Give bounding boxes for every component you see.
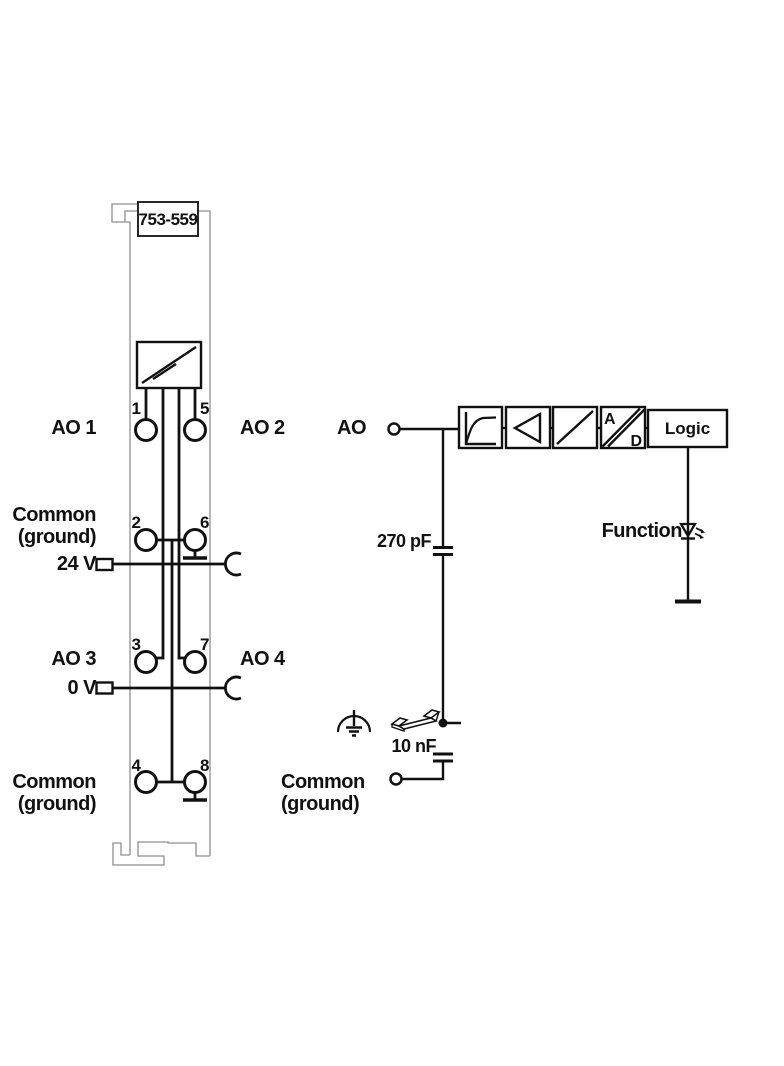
terminal-2-contact: [134, 528, 158, 552]
terminal-4-number: 4: [132, 756, 142, 775]
terminal-8-contact: [183, 770, 207, 794]
label-common-2: (ground): [281, 793, 359, 815]
terminal-7-contact: [183, 650, 207, 674]
terminal-1-contact: [134, 418, 158, 442]
power-socket-icon-0v: [224, 675, 242, 701]
signal-flow-diagram: AO 270 pF 10 nF: [281, 405, 729, 815]
label-ao4: AO 4: [240, 648, 286, 670]
amplifier-block: [504, 405, 552, 450]
power-pin-icon-24v: [95, 557, 114, 572]
branch-line-lower: [402, 762, 445, 781]
label-270pf: 270 pF: [377, 531, 432, 551]
power-pin-icon-0v: [95, 681, 114, 695]
label-common-top-1: Common: [12, 504, 96, 526]
label-common-top-2: (ground): [18, 526, 96, 548]
label-ao1: AO 1: [51, 417, 96, 439]
label-0v: 0 V: [67, 677, 97, 699]
module-labels: AO 1 AO 2 Common (ground) 24 V AO 3 AO 4…: [12, 417, 286, 815]
power-jumper-24v: [95, 551, 242, 577]
logic-block: Logic: [646, 408, 729, 449]
module-housing-outline: [111, 203, 211, 866]
terminal-5-number: 5: [200, 399, 209, 418]
io-module: 753-559: [12, 201, 287, 866]
label-common-1: Common: [281, 771, 365, 793]
terminal-2-number: 2: [132, 513, 141, 532]
model-number: 753-559: [139, 210, 198, 229]
terminal-6-number: 6: [200, 513, 209, 532]
isolation-block: [551, 405, 599, 450]
led-icon: [678, 522, 705, 540]
internal-wiring: [144, 388, 197, 784]
capacitor-10nf-icon: [433, 752, 453, 763]
isolation-converter-icon: [135, 340, 203, 390]
amplifier-triangle-icon: [512, 411, 542, 445]
filter-block: [457, 405, 504, 450]
housing-left-edge: [111, 203, 138, 855]
terminal-8-number: 8: [200, 756, 209, 775]
isolation-diagonal-icon: [556, 410, 594, 445]
wire-to-terminal-7: [177, 388, 186, 660]
label-common-bottom-2: (ground): [18, 793, 96, 815]
label-common-bottom-1: Common: [12, 771, 96, 793]
model-label-box: [137, 201, 199, 237]
terminal-7-number: 7: [200, 635, 209, 654]
logic-label: Logic: [665, 419, 710, 438]
da-converter-block: A D: [599, 405, 647, 450]
label-24v: 24 V: [57, 553, 97, 575]
da-stripe-icon: [601, 407, 646, 448]
housing-right-edge: [198, 210, 211, 856]
common-terminal-icon: [389, 772, 403, 786]
isolation-diagonal: [141, 346, 197, 384]
da-letter-d: D: [630, 433, 642, 450]
housing-din-foot: [112, 841, 210, 866]
terminal-1-number: 1: [132, 399, 141, 418]
da-letter-a: A: [604, 411, 616, 428]
capacitor-270pf-icon: [433, 546, 453, 556]
functional-earth-icon: [336, 710, 372, 737]
label-10nf: 10 nF: [391, 736, 436, 756]
terminal-4-contact: [134, 770, 158, 794]
label-function: Function: [602, 520, 682, 542]
ao-terminal-icon: [387, 422, 401, 436]
terminal-3-contact: [134, 650, 158, 674]
housing-top-step: [124, 210, 138, 222]
wire-to-terminal-3: [155, 388, 165, 660]
power-jumper-0v: [95, 675, 242, 701]
terminal-contacts: [134, 418, 207, 794]
terminal-3-number: 3: [132, 635, 141, 654]
label-ao3: AO 3: [51, 648, 96, 670]
label-ao-input: AO: [337, 417, 366, 439]
filter-curve-icon: [464, 416, 497, 445]
model-label: 753-559: [137, 201, 199, 237]
isolation-diagonal-short: [152, 362, 177, 381]
din-rail-icon: [390, 709, 441, 732]
terminal-6-contact: [183, 528, 207, 552]
power-socket-icon-24v: [224, 551, 242, 577]
label-ao2: AO 2: [240, 417, 285, 439]
terminal-numbers: 1 5 2 6 3 7 4 8: [132, 399, 210, 775]
terminal-5-contact: [183, 418, 207, 442]
